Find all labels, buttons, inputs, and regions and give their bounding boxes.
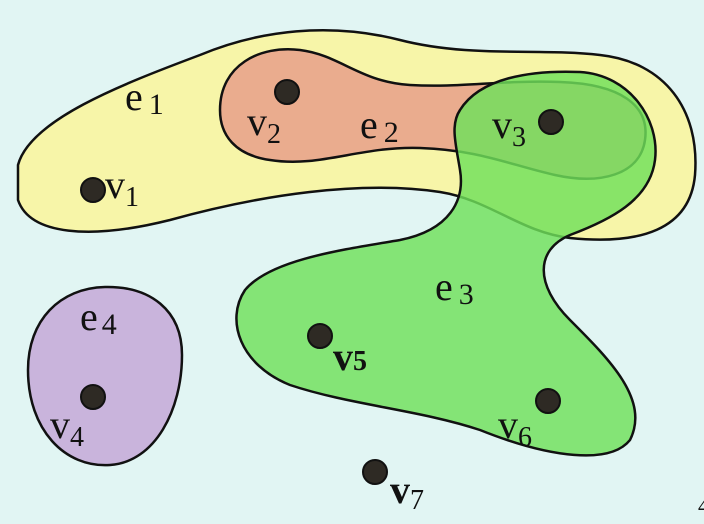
vertex-v5 (307, 323, 333, 349)
hyperedge-e3 (235, 70, 657, 457)
vertex-labels: v1 v2 v3 v4 v5 v6 v7 (50, 99, 532, 516)
vertex-label-v3: v3 (492, 102, 526, 153)
vertex-v2 (274, 79, 300, 105)
page-number-fragment: 4 (698, 493, 704, 518)
vertex-label-v1: v1 (105, 162, 139, 213)
vertex-v3 (538, 109, 564, 135)
vertex-label-v2: v2 (247, 99, 281, 150)
hyperedge-e4 (26, 285, 184, 467)
vertex-v4 (80, 384, 106, 410)
vertex-v6 (535, 388, 561, 414)
vertex-label-v7: v7 (390, 467, 424, 516)
vertex-v7 (362, 459, 388, 485)
vertex-label-v6: v6 (498, 402, 532, 453)
vertex-label-v5: v5 (333, 334, 367, 379)
vertex-label-v4: v4 (50, 402, 84, 453)
vertex-v1 (80, 177, 106, 203)
vertices (80, 79, 564, 485)
